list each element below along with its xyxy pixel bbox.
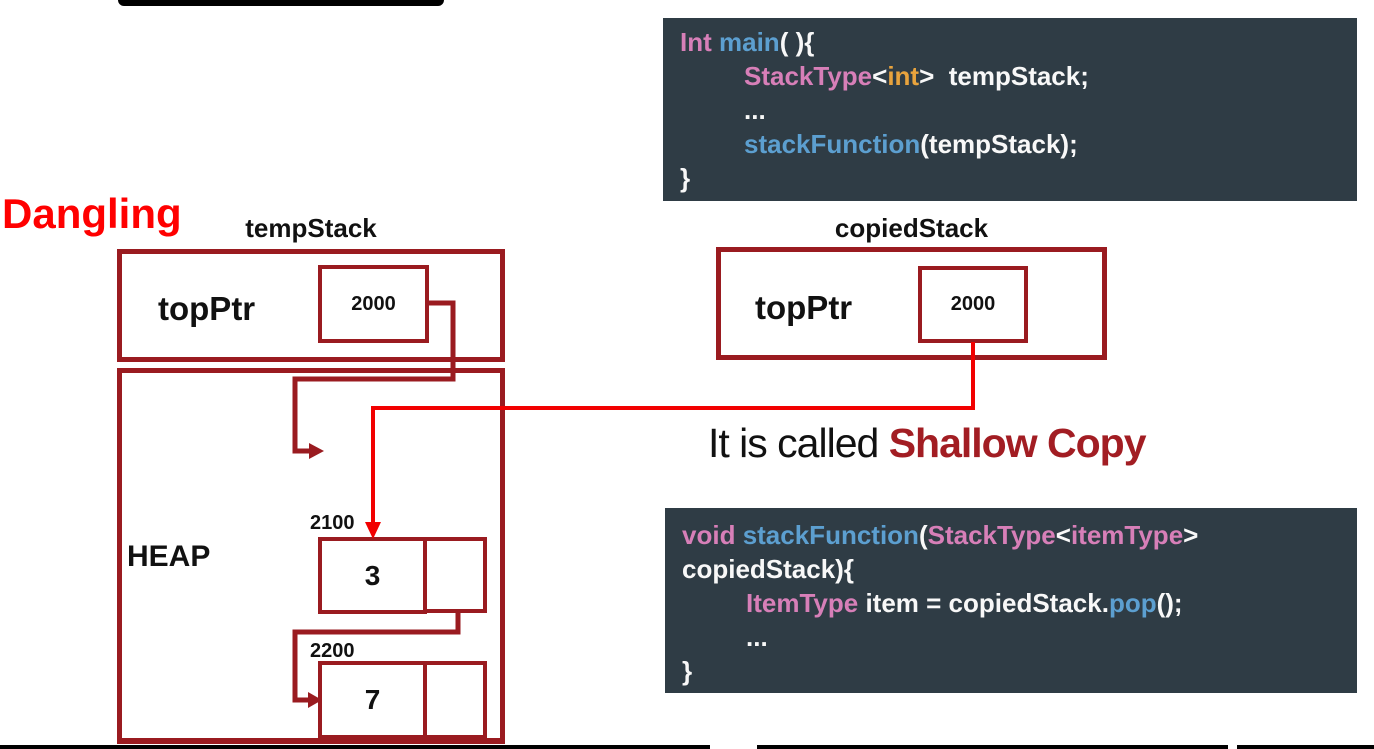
node-2200-address: 2200 [310, 640, 355, 662]
code-line: copiedStack){ [682, 554, 854, 584]
tempstack-pointer-cell: 2000 [318, 265, 429, 343]
code-line: } [680, 163, 691, 193]
node-2200-value-cell: 7 [318, 661, 427, 739]
heap-label: HEAP [127, 540, 211, 573]
code-line: void stackFunction(StackType<itemType> [682, 520, 1199, 550]
code-line: Int main( ){ [680, 27, 815, 57]
node-2100-next-cell [423, 537, 487, 613]
code-line: ... [746, 622, 768, 652]
tempstack-pointer-value: 2000 [351, 292, 396, 315]
node-2200-value: 7 [364, 684, 381, 715]
bottom-crop-bar-3 [1237, 745, 1374, 749]
copiedstack-pointer-cell: 2000 [918, 266, 1028, 343]
caption-highlight: Shallow Copy [888, 420, 1147, 466]
tempstack-topptr-label: topPtr [158, 290, 256, 327]
code-line: stackFunction(tempStack); [744, 129, 1078, 159]
tempstack-title: tempStack [245, 213, 377, 243]
code-line: StackType<int> tempStack; [744, 61, 1089, 91]
stackfunction-code-block: void stackFunction(StackType<itemType> co… [665, 508, 1357, 693]
code-line: } [682, 656, 693, 686]
bottom-crop-bar-2 [757, 745, 1228, 749]
shallow-copy-caption: It is called Shallow Copy [708, 420, 1147, 467]
node-2100-address: 2100 [310, 512, 355, 534]
caption-prefix: It is called [708, 420, 889, 466]
top-crop-bar [118, 0, 444, 6]
bottom-crop-bar-1 [0, 745, 710, 749]
copiedstack-title: copiedStack [834, 213, 989, 243]
code-line: ... [744, 95, 766, 125]
node-2100-value: 3 [364, 559, 381, 591]
dangling-label: Dangling [2, 190, 182, 237]
copiedstack-pointer-value: 2000 [950, 293, 996, 315]
main-code-block: Int main( ){ StackType<int> tempStack;...… [663, 18, 1357, 201]
node-2200-next-cell [423, 661, 487, 739]
code-line: ItemType item = copiedStack.pop(); [746, 588, 1183, 618]
node-2100-value-cell: 3 [318, 537, 427, 614]
copiedstack-topptr-label: topPtr [755, 289, 853, 326]
